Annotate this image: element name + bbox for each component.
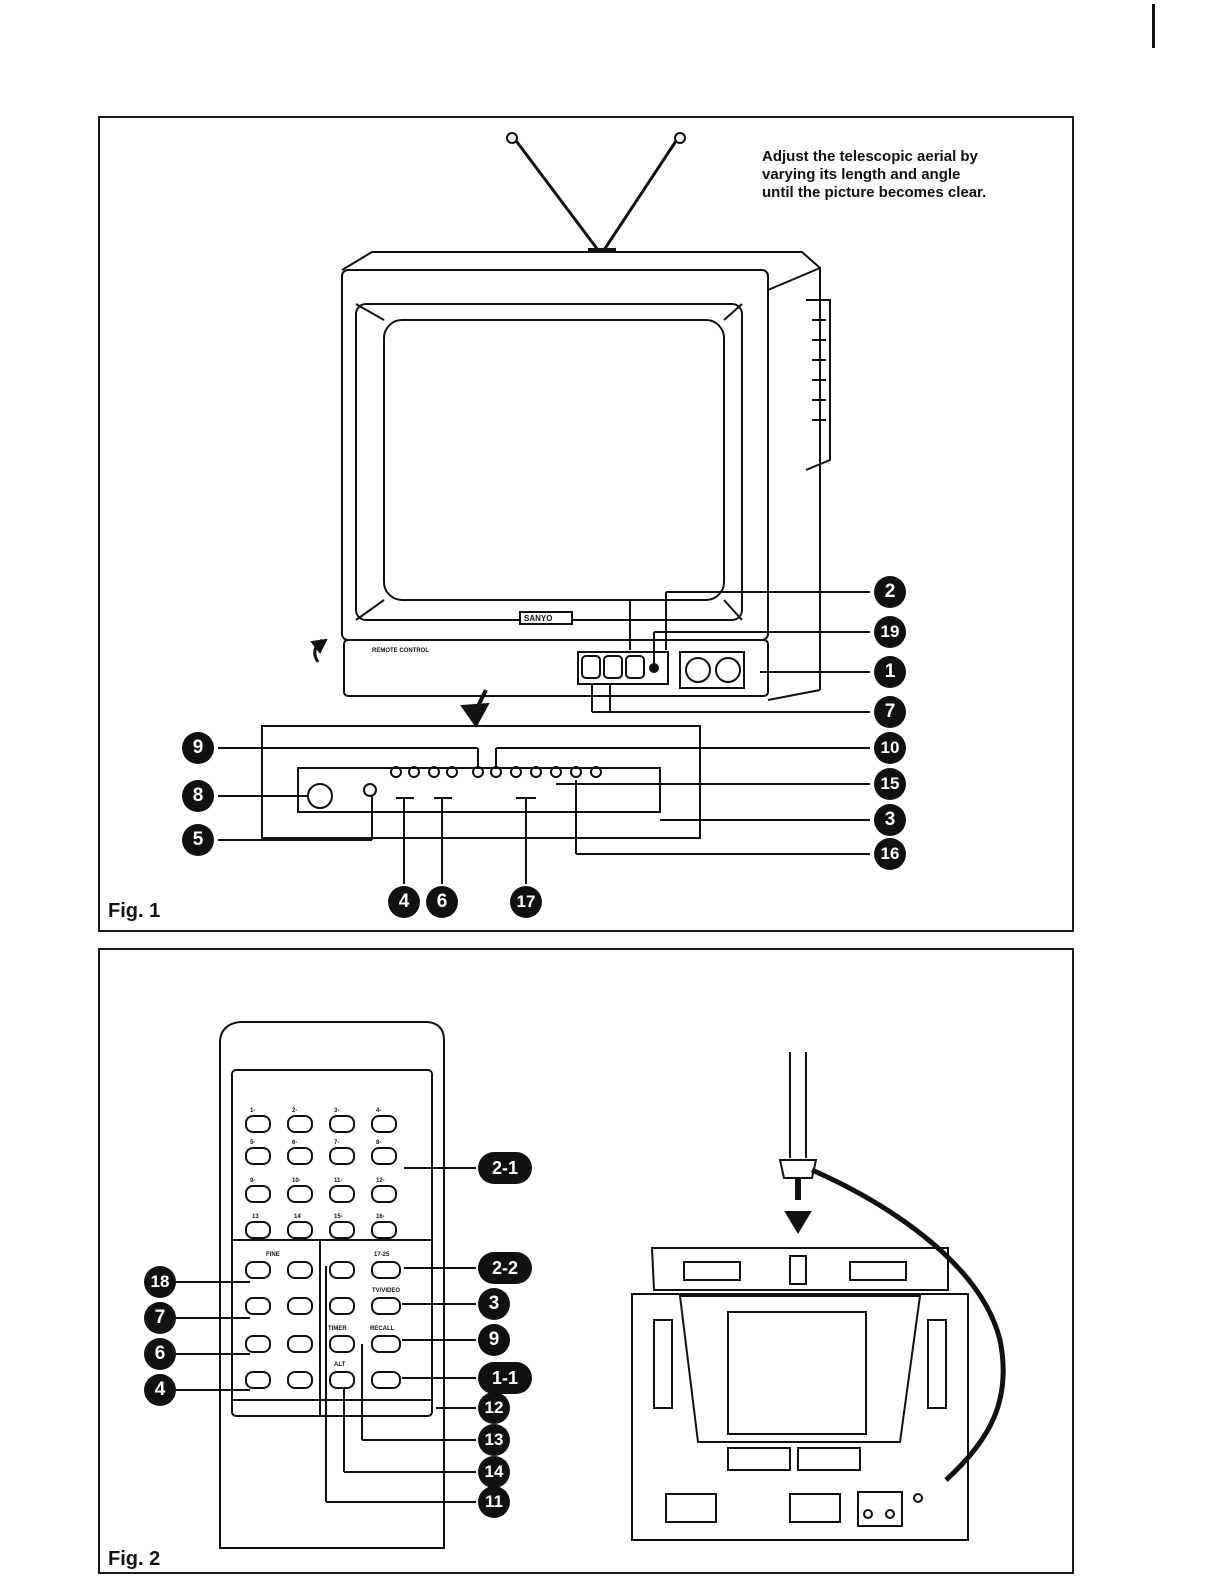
key-label: 1- <box>250 1108 255 1114</box>
aerial-socket <box>790 1256 806 1284</box>
figure-2-label: Fig. 2 <box>108 1548 160 1571</box>
tv-video-label: TV/VIDEO <box>372 1288 400 1294</box>
callout-14: 14 <box>478 1456 510 1488</box>
fine-label: FINE <box>266 1252 280 1258</box>
key-label: 7- <box>334 1140 339 1146</box>
callout-7: 7 <box>144 1302 176 1334</box>
key-label: 4- <box>376 1108 381 1114</box>
callout-2-2: 2-2 <box>478 1252 532 1284</box>
callout-1-1: 1-1 <box>478 1362 532 1394</box>
key-label: 5- <box>250 1140 255 1146</box>
callout-3: 3 <box>478 1288 510 1320</box>
callout-2-1: 2-1 <box>478 1152 532 1184</box>
key-label: 11- <box>334 1178 342 1184</box>
callout-12: 12 <box>478 1392 510 1424</box>
tv-back-tube <box>728 1312 866 1434</box>
key-label: 10- <box>292 1178 301 1184</box>
key-label: 12- <box>376 1178 385 1184</box>
remote-face <box>232 1070 432 1416</box>
tv-back-body <box>632 1294 968 1540</box>
key-label: 13 <box>252 1214 259 1220</box>
range-label: 17-25 <box>374 1252 389 1258</box>
key-label: 3- <box>334 1108 339 1114</box>
key-label: 15- <box>334 1214 343 1220</box>
number-keypad <box>246 1116 396 1238</box>
key-label: 8- <box>376 1140 381 1146</box>
key-label: 6- <box>292 1140 297 1146</box>
key-label: 16- <box>376 1214 385 1220</box>
remote-body <box>220 1022 444 1548</box>
callout-6: 6 <box>144 1338 176 1370</box>
timer-label: TIMER <box>328 1326 347 1332</box>
av-jacks <box>858 1492 902 1526</box>
recall-label: RECALL <box>370 1326 394 1332</box>
callout-4: 4 <box>144 1374 176 1406</box>
antenna-plug <box>780 1160 816 1178</box>
key-label: 2- <box>292 1108 297 1114</box>
tv-back-cover <box>680 1296 920 1442</box>
key-label: 14 <box>294 1214 301 1220</box>
back-vent-right <box>928 1320 946 1408</box>
callout-11: 11 <box>478 1486 510 1518</box>
callout-9: 9 <box>478 1324 510 1356</box>
key-label: 9- <box>250 1178 255 1184</box>
callout-13: 13 <box>478 1424 510 1456</box>
alt-label: ALT <box>334 1362 345 1368</box>
callout-18: 18 <box>144 1266 176 1298</box>
back-vent-left <box>654 1320 672 1408</box>
